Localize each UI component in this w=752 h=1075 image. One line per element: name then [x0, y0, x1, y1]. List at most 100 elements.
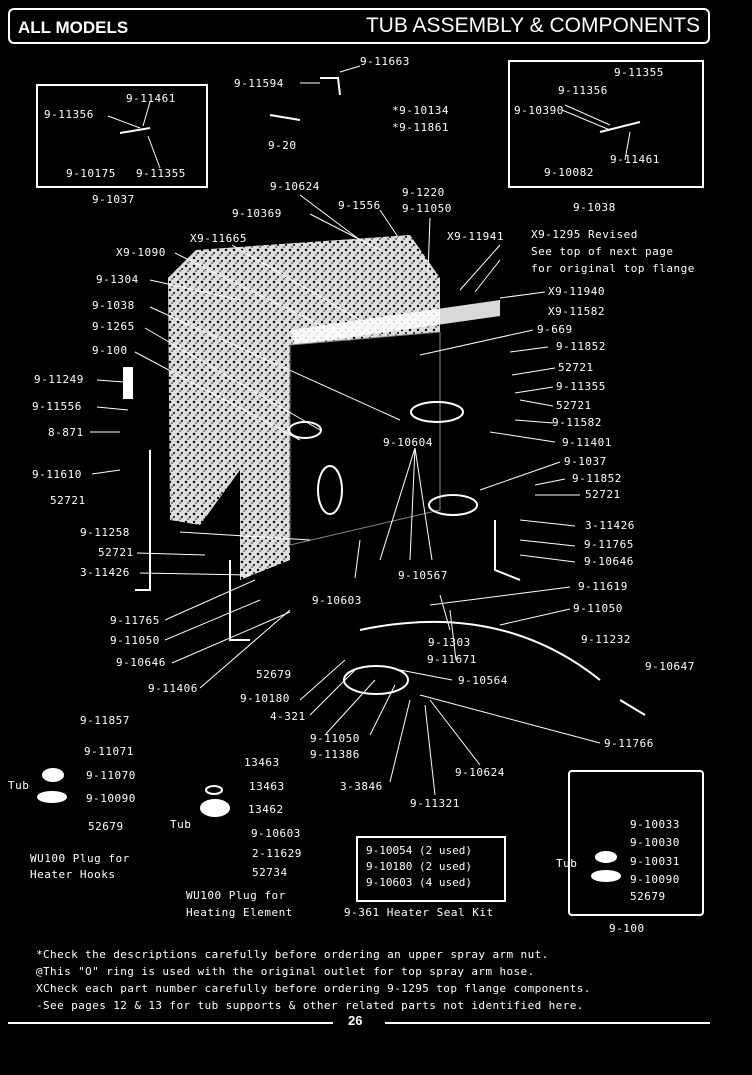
inset-box-bottom-right [568, 770, 704, 916]
inset-box-left [36, 84, 208, 188]
part-label: 9-1304 [96, 273, 139, 286]
part-label: 9-11766 [604, 737, 654, 750]
part-label: Tub [170, 818, 192, 831]
part-label: 9-669 [537, 323, 573, 336]
part-label: 52721 [556, 399, 592, 412]
plug-hooks-caption-2: Heater Hooks [30, 868, 116, 881]
part-label: 9-11461 [126, 92, 176, 105]
footnote: @This "O" ring is used with the original… [36, 965, 535, 978]
part-label: for original top flange [531, 262, 695, 275]
part-label: X9-1090 [116, 246, 166, 259]
tub-parts [37, 77, 646, 882]
part-label: 9-1037 [564, 455, 607, 468]
part-label: 9-10624 [270, 180, 320, 193]
page-number: 26 [340, 1013, 371, 1028]
kit-line: 9-10603 (4 used) [366, 876, 472, 889]
inset-bottom-right-caption: 9-100 [609, 922, 645, 935]
part-label: 9-11050 [310, 732, 360, 745]
part-label: 9-100 [92, 344, 128, 357]
part-label: 9-11852 [556, 340, 606, 353]
footer-rule-right [385, 1022, 710, 1024]
part-label: 52721 [558, 361, 594, 374]
part-label: 9-10090 [630, 873, 680, 886]
part-label: 13462 [248, 803, 284, 816]
part-label: X9-11941 [447, 230, 504, 243]
part-label: 9-11356 [44, 108, 94, 121]
part-label: 9-11249 [34, 373, 84, 386]
part-label: 2-11629 [252, 847, 302, 860]
part-label: 9-11386 [310, 748, 360, 761]
part-label: 9-11765 [584, 538, 634, 551]
part-label: 9-10567 [398, 569, 448, 582]
part-label: 9-11582 [552, 416, 602, 429]
part-label: 52734 [252, 866, 288, 879]
part-label: 9-1556 [338, 199, 381, 212]
part-label: 9-10646 [584, 555, 634, 568]
part-label: 9-11050 [110, 634, 160, 647]
part-label: 9-11356 [558, 84, 608, 97]
part-label: 9-1303 [428, 636, 471, 649]
footnote: XCheck each part number carefully before… [36, 982, 591, 995]
part-label: 3-3846 [340, 780, 383, 793]
part-label: 9-11594 [234, 77, 284, 90]
part-label: 9-10624 [455, 766, 505, 779]
part-label: 9-10090 [86, 792, 136, 805]
tub-body [168, 235, 500, 580]
part-label: 9-11556 [32, 400, 82, 413]
part-label: X9-11940 [548, 285, 605, 298]
part-label: 9-11765 [110, 614, 160, 627]
part-label: X9-1295 Revised [531, 228, 638, 241]
part-label: 3-11426 [585, 519, 635, 532]
part-label: 9-11050 [573, 602, 623, 615]
part-label: 9-11258 [80, 526, 130, 539]
page-header: ALL MODELS TUB ASSEMBLY & COMPONENTS [8, 8, 710, 44]
part-label: 9-10180 [240, 692, 290, 705]
part-label: 52721 [50, 494, 86, 507]
kit-line: 9-10054 (2 used) [366, 844, 472, 857]
part-label: 9-10564 [458, 674, 508, 687]
part-label: 9-10082 [544, 166, 594, 179]
part-label: 9-11619 [578, 580, 628, 593]
part-label: 13463 [249, 780, 285, 793]
part-label: 9-10033 [630, 818, 680, 831]
heater-seal-kit-box: 9-10054 (2 used) 9-10180 (2 used) 9-1060… [356, 836, 506, 902]
plug-hooks-caption-1: WU100 Plug for [30, 852, 130, 865]
part-label: 9-11070 [86, 769, 136, 782]
part-label: 52679 [256, 668, 292, 681]
leader-lines [90, 65, 631, 796]
part-label: Tub [8, 779, 30, 792]
part-label: 9-11071 [84, 745, 134, 758]
part-label: See top of next page [531, 245, 674, 258]
inset-box-right [508, 60, 704, 188]
part-label: Tub [556, 857, 578, 870]
part-label: 9-11355 [136, 167, 186, 180]
part-label: 9-11610 [32, 468, 82, 481]
part-label: 9-11461 [610, 153, 660, 166]
part-label: *9-10134 [392, 104, 449, 117]
inset-left-caption: 9-1037 [92, 193, 135, 206]
part-label: 9-10647 [645, 660, 695, 673]
part-label: 9-11355 [614, 66, 664, 79]
part-label: 9-1265 [92, 320, 135, 333]
part-label: 52721 [98, 546, 134, 559]
part-label: 9-11663 [360, 55, 410, 68]
plug-element-caption-1: WU100 Plug for [186, 889, 286, 902]
part-label: 8-871 [48, 426, 84, 439]
part-label: 9-10030 [630, 836, 680, 849]
footnote: *Check the descriptions carefully before… [36, 948, 549, 961]
part-label: 9-10369 [232, 207, 282, 220]
part-label: 9-11355 [556, 380, 606, 393]
header-title: TUB ASSEMBLY & COMPONENTS [365, 14, 700, 37]
part-label: 9-10390 [514, 104, 564, 117]
part-label: 9-11406 [148, 682, 198, 695]
footer-rule-left [8, 1022, 333, 1024]
part-label: 9-1220 [402, 186, 445, 199]
part-label: 9-10646 [116, 656, 166, 669]
part-label: 52679 [630, 890, 666, 903]
part-label: 9-11401 [562, 436, 612, 449]
part-label: 4-321 [270, 710, 306, 723]
part-label: 52721 [585, 488, 621, 501]
heater-seal-kit-caption: 9-361 Heater Seal Kit [344, 906, 494, 919]
part-label: 9-11050 [402, 202, 452, 215]
